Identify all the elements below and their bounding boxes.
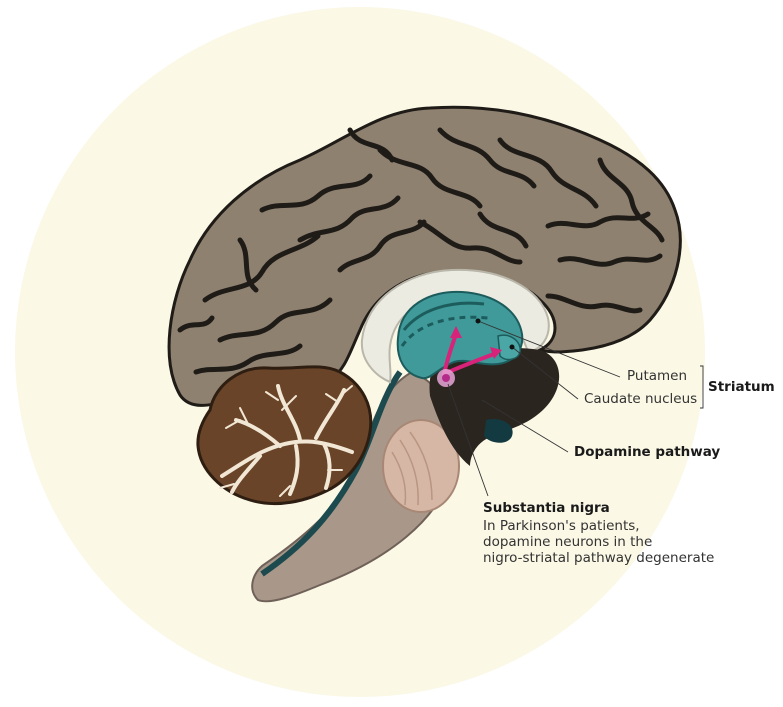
- caudate-nucleus-label: Caudate nucleus: [584, 391, 698, 407]
- substantia-nigra-description: In Parkinson's patients, dopamine neuron…: [483, 518, 723, 566]
- caudate-marker: [509, 344, 515, 350]
- description-line: dopamine neurons in the: [483, 534, 653, 550]
- leader-lines: [447, 320, 704, 497]
- pons-striations: [391, 431, 433, 506]
- dopamine-arrowhead-right: [490, 347, 502, 359]
- substantia-nigra-label: Substantia nigra: [483, 500, 610, 516]
- description-line: nigro-striatal pathway degenerate: [483, 550, 715, 566]
- striatum-label: Striatum: [708, 379, 775, 395]
- putamen-marker: [475, 318, 481, 324]
- dopamine-pathway-label: Dopamine pathway: [574, 444, 721, 460]
- cortex-grooves: [177, 127, 665, 375]
- caudate-tail: [497, 334, 521, 361]
- striatum-striations: [400, 301, 489, 347]
- arbor-vitae-twigs: [219, 385, 353, 497]
- brainstem-tract: [260, 370, 403, 577]
- putamen-label: Putamen: [627, 368, 688, 384]
- background-circle: [15, 7, 705, 697]
- dopamine-arrowhead-up: [450, 326, 462, 338]
- cerebral-cortex: [167, 105, 682, 407]
- ventricle: [484, 418, 513, 443]
- description-line: In Parkinson's patients,: [483, 518, 640, 534]
- substantia-nigra-dot: [442, 374, 450, 382]
